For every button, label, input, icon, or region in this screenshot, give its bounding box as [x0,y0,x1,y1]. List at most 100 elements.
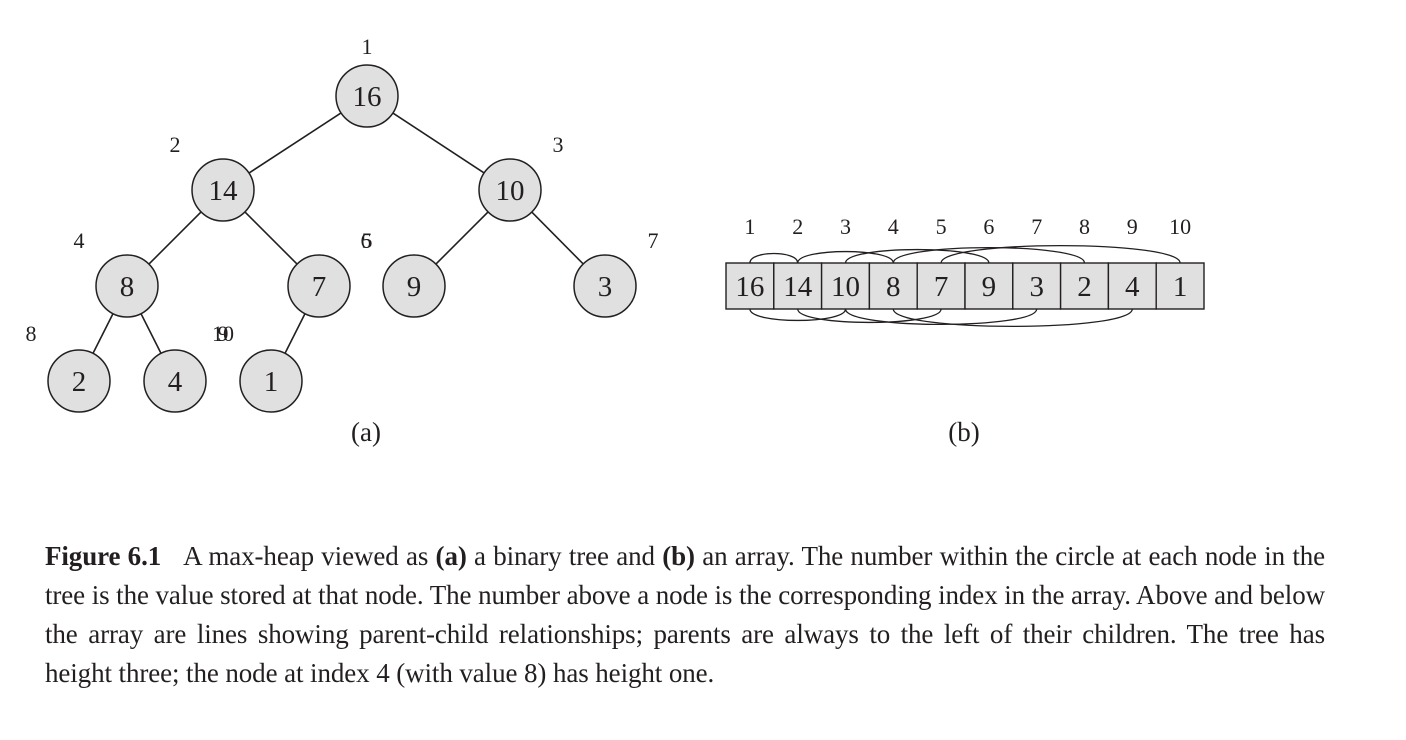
array-cell: 8 [868,262,918,310]
tree-node-index: 8 [26,321,37,346]
caption-bold-a: (a) [435,541,467,571]
tree-node: 14 2 [170,132,255,222]
tree-edge [92,313,114,354]
array-index-label: 6 [983,214,994,239]
tree-node: 84 [74,228,159,318]
array-cell-value: 2 [1077,271,1092,303]
array-index-label: 1 [744,214,755,239]
array-index-label: 3 [840,214,851,239]
array-cell-value: 9 [982,271,997,303]
right-child-arc [749,308,847,322]
tree-node-circle [191,158,255,222]
array-cell: 10 [820,262,871,310]
array-cell-box [1107,262,1157,310]
array-cell: 9 [964,262,1014,310]
array-index-label: 2 [792,214,803,239]
tree-node-value: 9 [407,271,422,303]
tree-node-value: 14 [209,175,239,207]
tree-edge [140,313,162,354]
tree-node-index: 9 [218,321,229,346]
tree-node-index: 5 [362,228,373,253]
tree-node-value: 7 [312,271,327,303]
array-cell-value: 16 [735,271,764,303]
left-child-arc [892,246,1086,264]
tree-node-circle [382,254,446,318]
tree-node: 96 [361,228,446,318]
tree-edge [435,211,489,265]
tree-edge [531,211,584,265]
tree-node-index: 7 [648,228,659,253]
array-cell-value: 1 [1173,271,1188,303]
array-index-label: 8 [1079,214,1090,239]
caption-bold-b: (b) [662,541,695,571]
figure-number: Figure 6.1 [45,541,162,571]
tree-node-value: 8 [120,271,135,303]
array-cell-value: 10 [831,271,860,303]
tree-node: 49 [143,321,229,413]
array-cell-value: 3 [1029,271,1044,303]
tree-node-circle [95,254,159,318]
tree-node-index: 6 [361,228,372,253]
array-index-label: 10 [1169,214,1191,239]
array-cell-value: 4 [1125,271,1140,303]
parent-child-arcs [749,245,1181,327]
tree-node-value: 1 [264,366,279,398]
caption-text-3: an array. The number within the circle a… [45,541,1325,688]
tree-node-index: 10 [212,321,234,346]
array-cell-value: 7 [934,271,949,303]
array-cell: 16 [725,262,775,310]
tree-node-value: 10 [496,175,525,207]
tree-node-index: 3 [553,132,564,157]
array-index-label: 7 [1031,214,1042,239]
tree-node-circle [143,349,207,413]
tree-node-index: 2 [170,132,181,157]
array-cell-box [773,262,823,310]
left-child-arc [749,252,799,264]
array-cell-box [964,262,1014,310]
right-child-arc [797,308,942,324]
array-index-label: 5 [936,214,947,239]
tree-node: 10 3 [478,132,564,222]
array-index-label: 4 [888,214,899,239]
tree-edge [284,313,306,354]
tree-edge [392,112,485,174]
tree-node-value: 2 [72,366,87,398]
tree-edge [244,211,298,265]
right-child-arc [844,308,1038,326]
array-cell: 3 [1012,262,1062,310]
left-child-arc [797,250,894,264]
figure-caption: Figure 6.1 A max-heap viewed as (a) a bin… [45,537,1325,693]
array-index-label: 9 [1127,214,1138,239]
tree-node-value: 4 [168,366,183,398]
tree-node-value: 3 [598,271,613,303]
left-child-arc [940,245,1181,264]
tree-node-circle [239,349,303,413]
tree-node-index: 4 [74,228,85,253]
tree-node-circle [478,158,542,222]
caption-text-1: A max-heap viewed as [183,541,436,571]
array-cell: 14 [773,262,823,310]
tree-node-index: 1 [362,34,373,59]
tree-node-circle [287,254,351,318]
tree-edge [148,211,202,265]
tree-node: 28 [26,321,111,413]
tree-node-circle [573,254,637,318]
array-cell-value: 8 [886,271,901,303]
caption-text-2: a binary tree and [466,541,663,571]
tree-edges [92,112,584,354]
tree-node-circle [335,64,399,128]
tree-node: 75 [287,228,373,318]
tree-node-value: 16 [353,81,382,113]
tree-node: 37 [573,228,659,318]
array-cell-value: 14 [783,271,813,303]
array-cell: 4 [1107,262,1157,310]
tree-edge [248,112,342,174]
left-child-arc [844,248,990,264]
tree-node: 1 10 [212,321,303,413]
tree-node: 16 1 [335,34,399,128]
array-cell: 2 [1059,262,1110,310]
